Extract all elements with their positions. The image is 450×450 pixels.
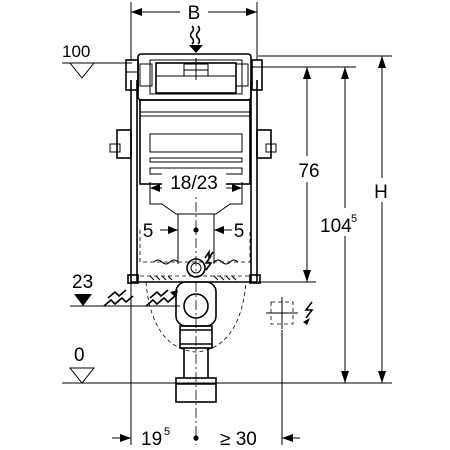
electrical-connection (204, 255, 314, 329)
level-0-label: 0 (74, 345, 85, 366)
cistern-top (125, 25, 263, 101)
total-height-label: H (374, 182, 388, 203)
brand-logo: GEBERIT (164, 136, 229, 151)
height-76-label: 76 (298, 161, 319, 182)
bottom-dimensions: 19 5 ≥ 30 (112, 282, 300, 450)
middle-span-label: 18/23 (170, 173, 218, 194)
right-offset-label: 5 (234, 221, 245, 242)
height-dimensions: 76 104 5 H (252, 55, 394, 384)
width-dimension: B (130, 2, 258, 60)
level-100-marker: 100 (62, 42, 132, 79)
level-0-marker: 0 (62, 345, 392, 384)
height-104-sup: 5 (351, 213, 357, 225)
bottom-left-sup: 5 (164, 426, 170, 438)
bottom-right-label: ≥ 30 (220, 429, 257, 450)
level-23-label: 23 (72, 272, 93, 293)
width-label: B (188, 3, 201, 24)
height-104-label: 104 (320, 216, 352, 237)
level-23-marker: 23 (70, 272, 180, 307)
left-offset-label: 5 (143, 221, 154, 242)
lower-frame: 18/23 5 5 (139, 170, 251, 353)
wall-brackets (109, 129, 277, 159)
level-100-label: 100 (62, 42, 90, 61)
bottom-left-label: 19 (141, 429, 162, 450)
drain-pipe (175, 281, 217, 445)
